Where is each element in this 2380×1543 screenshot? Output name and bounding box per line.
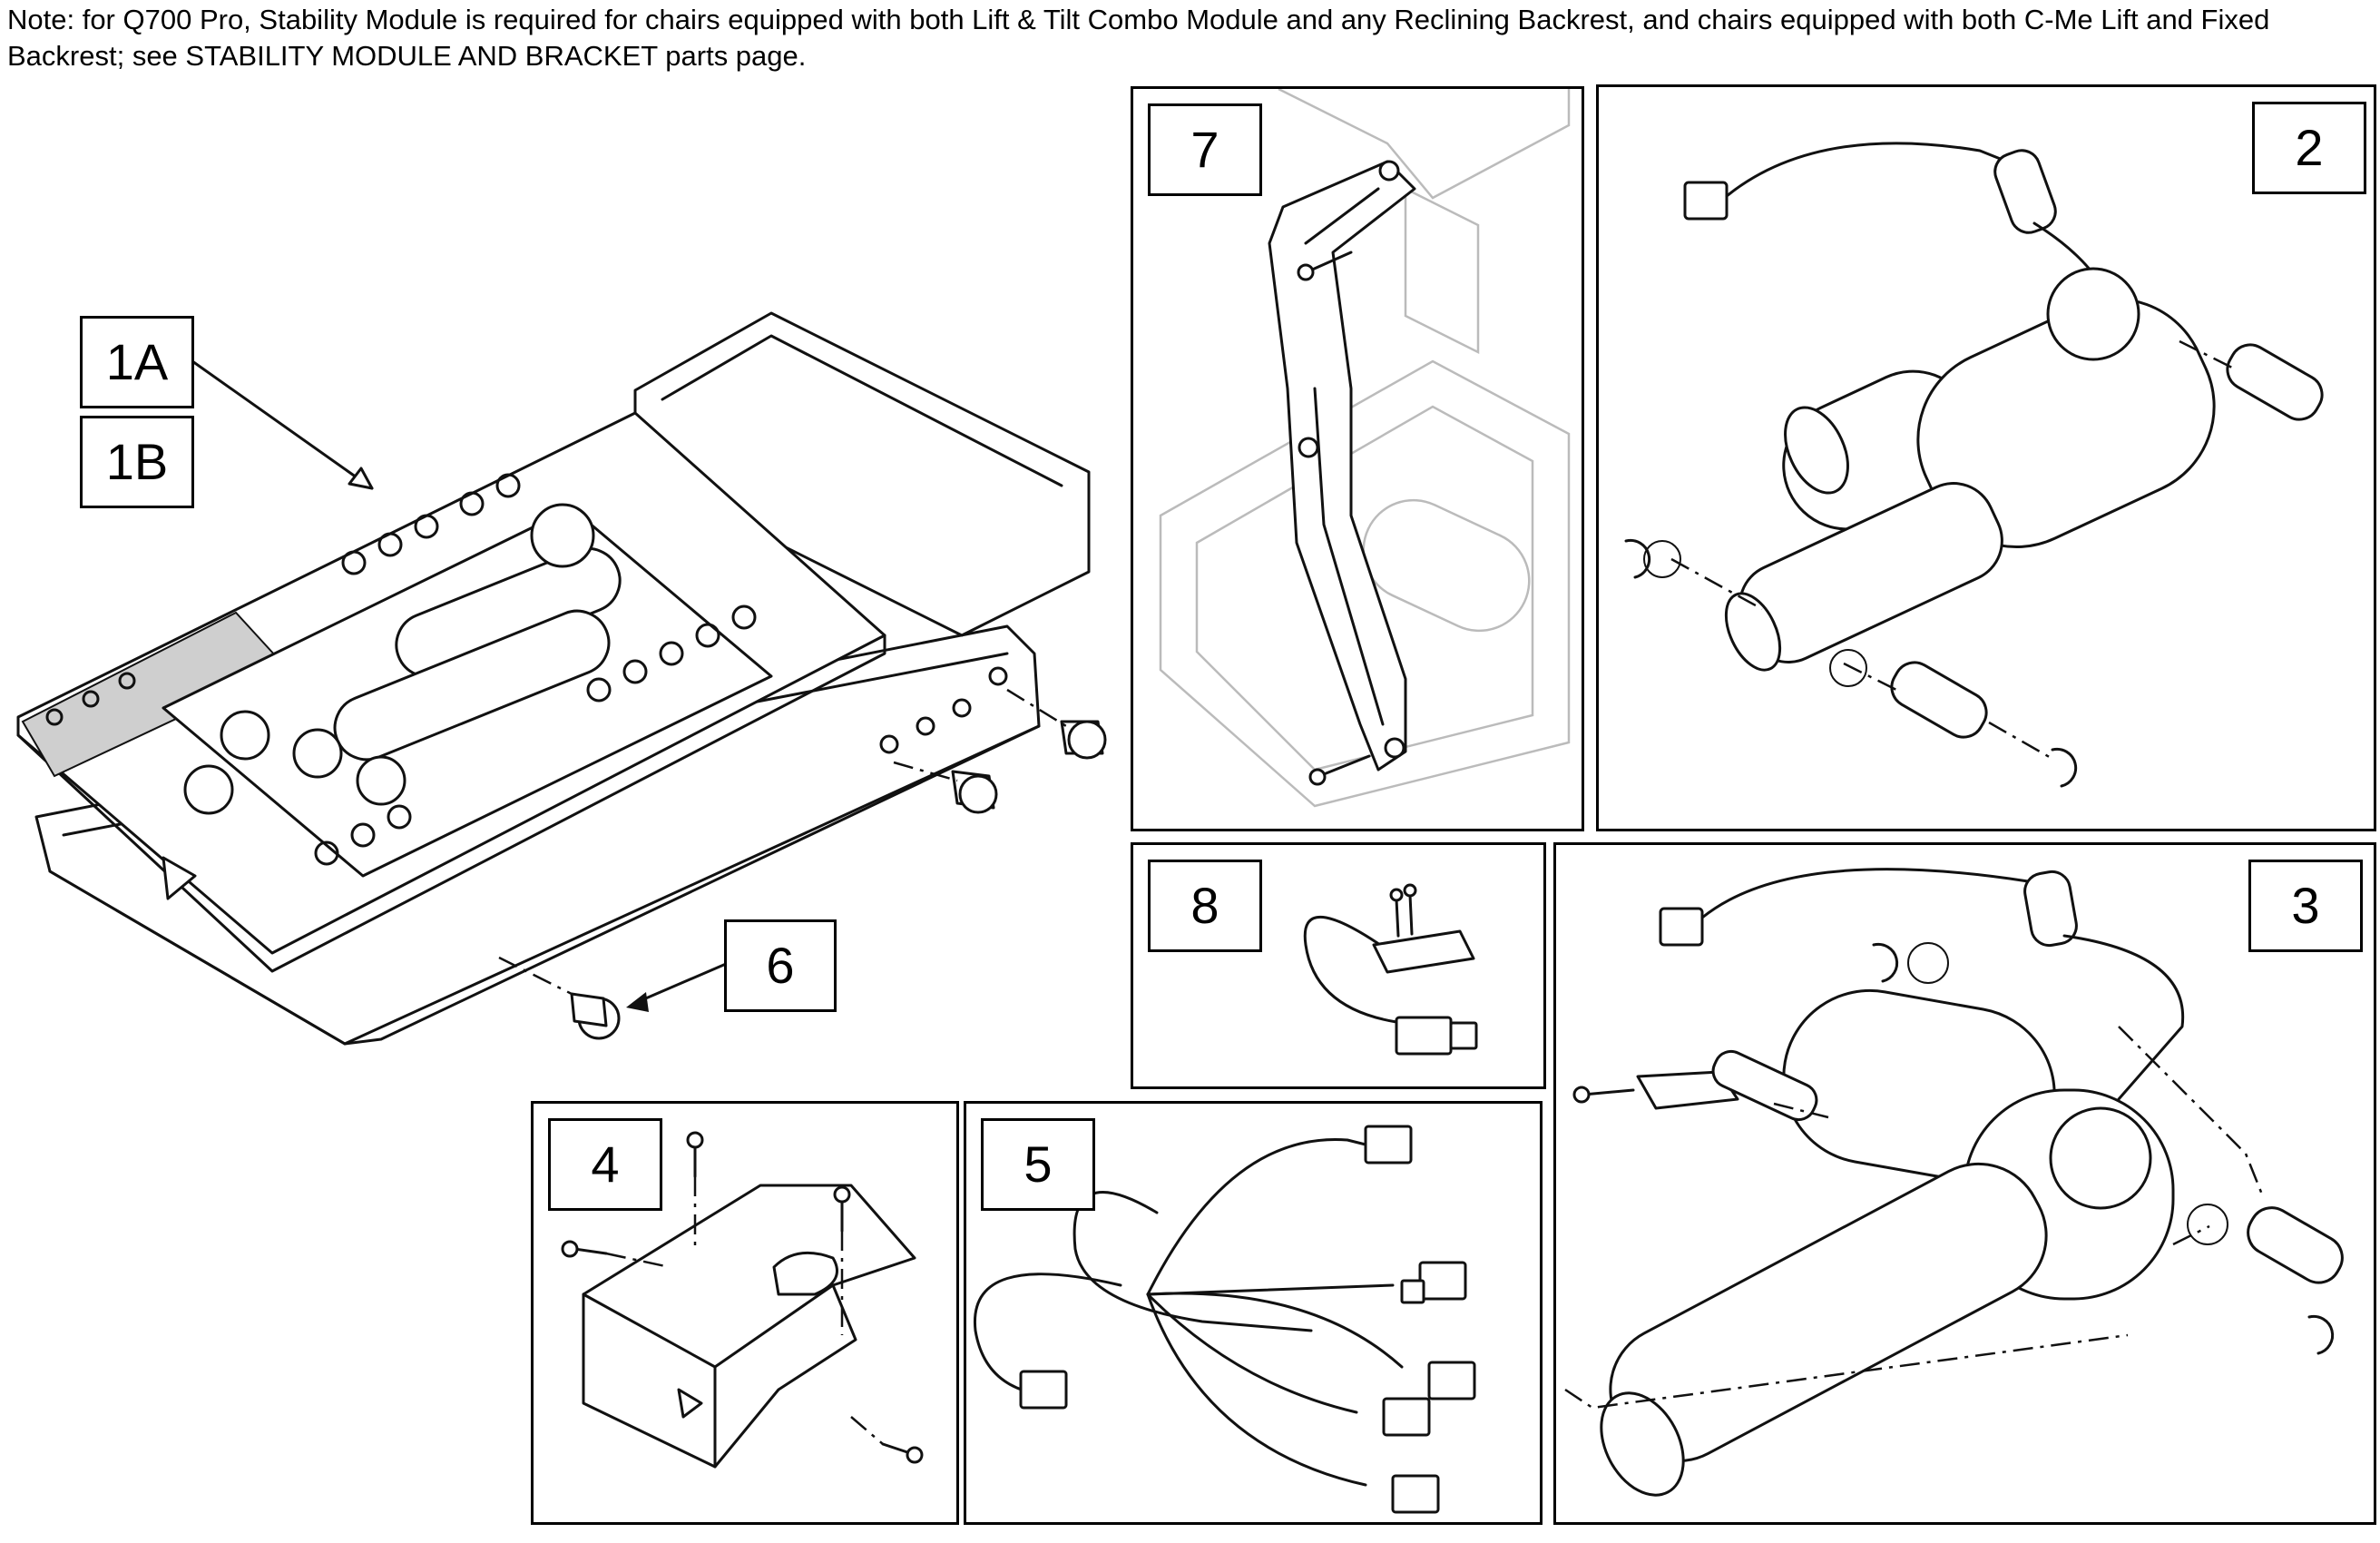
panel-4-drawing bbox=[561, 1131, 924, 1469]
diagram-note: Note: for Q700 Pro, Stability Module is … bbox=[7, 4, 2270, 72]
panel-2: 2 bbox=[1596, 84, 2376, 831]
panel-2-drawing bbox=[1624, 142, 2324, 788]
callout-1b: 1B bbox=[80, 416, 194, 508]
callout-2: 2 bbox=[2252, 102, 2366, 194]
callout-6: 6 bbox=[724, 919, 837, 1012]
panel-4: 4 bbox=[531, 1101, 959, 1525]
panel-3: 3 bbox=[1553, 842, 2376, 1525]
callout-3: 3 bbox=[2248, 860, 2363, 952]
panel-5: 5 bbox=[964, 1101, 1543, 1525]
panel-8-drawing bbox=[1303, 883, 1478, 1056]
panel-5-drawing bbox=[973, 1125, 1476, 1514]
callout-8: 8 bbox=[1148, 860, 1262, 952]
panel-7-drawing bbox=[1159, 87, 1571, 808]
callout-1a: 1A bbox=[80, 316, 194, 408]
panel-3-drawing bbox=[1564, 868, 2344, 1497]
callout-7: 7 bbox=[1148, 103, 1262, 196]
panel-8: 8 bbox=[1131, 842, 1546, 1089]
panel-7: 7 bbox=[1131, 86, 1584, 831]
callout-4: 4 bbox=[548, 1118, 662, 1211]
callout-5: 5 bbox=[981, 1118, 1095, 1211]
